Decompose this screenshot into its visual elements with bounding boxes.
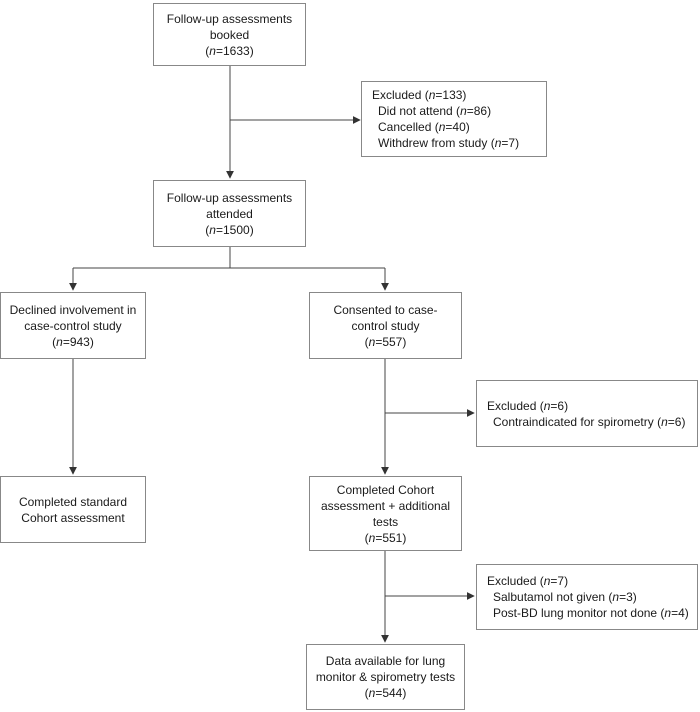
box-consented: Consented to case- control study (n=557)	[309, 292, 462, 359]
count-label: (n=1500)	[205, 222, 254, 237]
excluded-title: Excluded (n=133)	[372, 88, 467, 102]
box-excluded-2: Excluded (n=6) Contraindicated for spiro…	[476, 380, 698, 447]
box-line: Consented to case-	[333, 302, 438, 317]
box-line: monitor & spirometry tests	[315, 670, 456, 684]
box-line: Completed Cohort	[336, 482, 435, 497]
box-excluded-3: Excluded (n=7) Salbutamol not given (n=3…	[476, 564, 698, 630]
box-line: Data available for lung	[325, 654, 446, 668]
count-label: (n=544)	[364, 686, 407, 700]
box-line: Cohort assessment	[21, 510, 125, 525]
excluded-item: Salbutamol not given (n=3)	[493, 590, 637, 604]
excluded-item: Cancelled (n=40)	[378, 120, 470, 134]
box-declined-involvement: Declined involvement in case-control stu…	[0, 292, 146, 359]
box-line: tests	[372, 514, 399, 529]
excluded-item: Post-BD lung monitor not done (n=4)	[493, 606, 689, 620]
box-line: control study	[351, 318, 420, 333]
box-assessments-booked: Follow-up assessments booked (n=1633)	[153, 3, 306, 66]
count-label: (n=943)	[52, 334, 94, 349]
count-label: (n=551)	[364, 530, 407, 545]
box-line: Follow-up assessments	[166, 11, 293, 26]
box-completed-standard: Completed standard Cohort assessment	[0, 476, 146, 543]
count-label: (n=557)	[364, 334, 407, 349]
box-line: Completed standard	[18, 494, 128, 509]
count-label: (n=1633)	[205, 43, 254, 58]
box-line: assessment + additional	[320, 498, 451, 513]
box-data-available: Data available for lung monitor & spirom…	[306, 644, 465, 710]
excluded-item: Did not attend (n=86)	[378, 104, 492, 118]
box-assessments-attended: Follow-up assessments attended (n=1500)	[153, 180, 306, 247]
box-completed-cohort: Completed Cohort assessment + additional…	[309, 476, 462, 551]
box-line: case-control study	[24, 318, 122, 333]
box-line: Declined involvement in	[9, 302, 137, 317]
box-line: booked	[209, 27, 250, 42]
excluded-title: Excluded (n=6)	[487, 398, 569, 413]
box-excluded-1: Excluded (n=133) Did not attend (n=86) C…	[361, 81, 547, 157]
box-line: Follow-up assessments	[166, 190, 293, 205]
excluded-item: Withdrew from study (n=7)	[378, 136, 520, 150]
box-line: attended	[206, 206, 253, 221]
excluded-item: Contraindicated for spirometry (n=6)	[493, 414, 686, 429]
excluded-title: Excluded (n=7)	[487, 574, 569, 588]
